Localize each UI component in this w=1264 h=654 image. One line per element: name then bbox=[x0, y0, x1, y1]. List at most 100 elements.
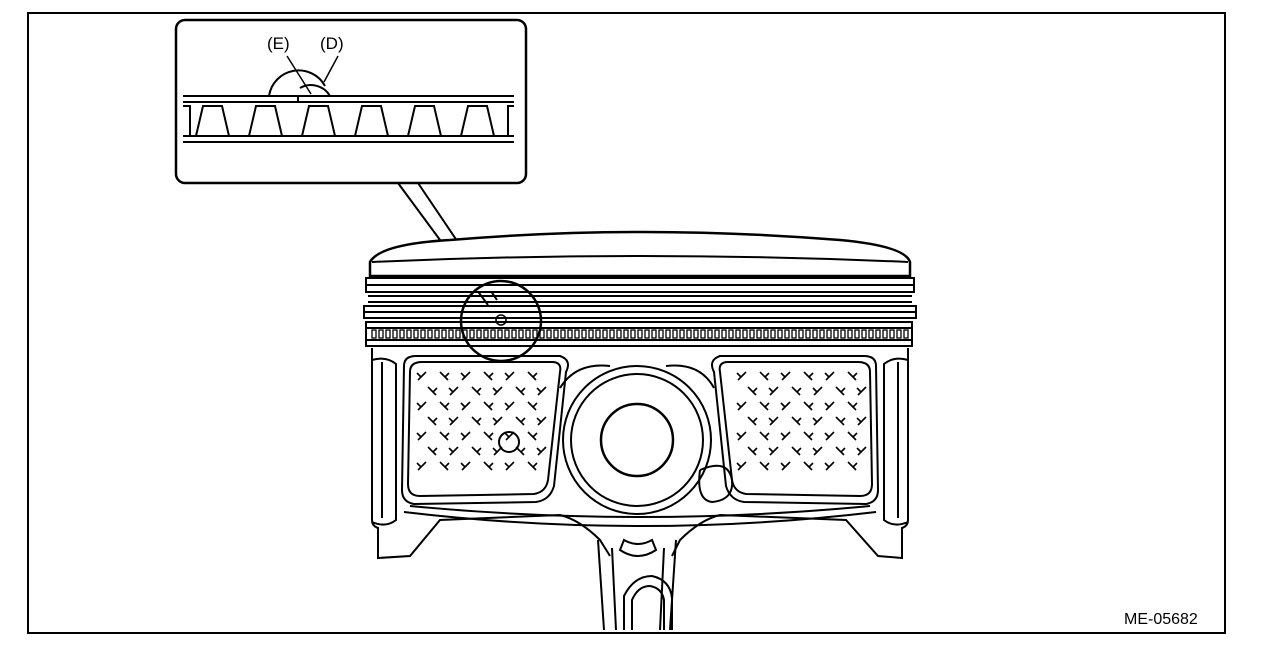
oil-ring-slot bbox=[798, 329, 804, 339]
hatch-mark bbox=[759, 371, 770, 381]
con-rod-inner-right bbox=[659, 547, 665, 631]
figure-id: ME-05682 bbox=[1124, 611, 1198, 628]
inset-tooth bbox=[248, 105, 283, 137]
hatch-mark bbox=[527, 371, 538, 381]
hatch-mark bbox=[803, 371, 814, 381]
thrust-pad-right-outline bbox=[711, 355, 880, 506]
piston bbox=[363, 230, 917, 631]
oil-ring-slot bbox=[735, 329, 741, 339]
thrust-pad-left-outline bbox=[400, 355, 569, 506]
hatch-mark bbox=[856, 386, 867, 396]
hatch-mark bbox=[780, 401, 791, 411]
oil-ring-slot bbox=[756, 329, 762, 339]
hatch-mark bbox=[747, 416, 758, 426]
hatch-mark bbox=[536, 386, 547, 396]
hatch-mark bbox=[780, 371, 791, 381]
oil-ring-slot bbox=[532, 329, 538, 339]
hatch-mark bbox=[747, 446, 758, 456]
oil-ring-slot bbox=[497, 329, 503, 339]
hatch-mark bbox=[439, 431, 450, 441]
hatch-mark bbox=[448, 446, 459, 456]
crown-edge bbox=[371, 255, 909, 263]
oil-ring-slot bbox=[882, 329, 888, 339]
hatch-mark bbox=[812, 386, 823, 396]
figure-frame bbox=[27, 12, 1226, 634]
inset-tooth-edge bbox=[183, 105, 191, 136]
con-rod-slot-outer bbox=[623, 574, 673, 630]
oil-ring-slot bbox=[826, 329, 832, 339]
oil-ring-slot bbox=[511, 329, 517, 339]
ring-gap-mark bbox=[495, 314, 507, 326]
hatch-mark bbox=[504, 461, 515, 471]
oil-ring-slot bbox=[392, 329, 398, 339]
hatch-mark bbox=[803, 431, 814, 441]
oil-ring-slot bbox=[595, 329, 601, 339]
oil-ring-slot bbox=[637, 329, 643, 339]
hatch-mark bbox=[824, 431, 835, 441]
pin-boss-outer bbox=[562, 365, 712, 515]
con-rod-slot bbox=[631, 584, 665, 630]
hatch-mark bbox=[847, 371, 858, 381]
hatch-mark bbox=[736, 461, 747, 471]
magnify-circle-group bbox=[459, 279, 543, 363]
oil-ring-slot bbox=[399, 329, 405, 339]
hatch-mark bbox=[835, 386, 846, 396]
oil-ring-slot bbox=[847, 329, 853, 339]
hatch-mark bbox=[736, 371, 747, 381]
hatch-mark bbox=[504, 401, 515, 411]
con-rod-inner-left bbox=[611, 547, 617, 631]
hatch-mark bbox=[759, 461, 770, 471]
hatch-mark bbox=[527, 431, 538, 441]
oil-ring-slot bbox=[616, 329, 622, 339]
inset-tooth bbox=[354, 105, 389, 137]
oil-ring-slot bbox=[413, 329, 419, 339]
oil-ring-slot bbox=[490, 329, 496, 339]
hatch-mark bbox=[835, 416, 846, 426]
oil-ring-slot bbox=[721, 329, 727, 339]
hatch-mark bbox=[791, 386, 802, 396]
hatch-mark bbox=[427, 446, 438, 456]
hatch-mark bbox=[780, 461, 791, 471]
hatch-mark bbox=[460, 461, 471, 471]
hatch-mark bbox=[812, 416, 823, 426]
detail-inset bbox=[174, 18, 528, 185]
hatch-mark bbox=[492, 386, 503, 396]
oil-ring-slot bbox=[553, 329, 559, 339]
hatch-mark bbox=[824, 401, 835, 411]
hatch-mark bbox=[803, 461, 814, 471]
oil-ring-slot bbox=[427, 329, 433, 339]
inset-tooth bbox=[195, 105, 230, 137]
oil-ring-slots bbox=[371, 329, 909, 339]
oil-ring-slot bbox=[714, 329, 720, 339]
hatch-mark bbox=[515, 386, 526, 396]
oil-ring-slot bbox=[749, 329, 755, 339]
hatch-mark bbox=[483, 371, 494, 381]
skirt-lower-curve bbox=[409, 505, 871, 518]
oil-ring-slot bbox=[560, 329, 566, 339]
hatch-mark bbox=[439, 371, 450, 381]
skirt-edge-left bbox=[371, 357, 397, 526]
magnify-circle bbox=[459, 279, 543, 363]
hatch-mark bbox=[768, 446, 779, 456]
oil-ring-slot bbox=[763, 329, 769, 339]
oil-ring-slot bbox=[665, 329, 671, 339]
hatch-mark bbox=[824, 371, 835, 381]
oil-ring-slot bbox=[861, 329, 867, 339]
oil-ring-slot bbox=[672, 329, 678, 339]
oil-ring-slot bbox=[623, 329, 629, 339]
oil-ring-slot bbox=[896, 329, 902, 339]
oil-ring-slot bbox=[546, 329, 552, 339]
hatch-mark bbox=[483, 461, 494, 471]
hatch-mark bbox=[492, 416, 503, 426]
oil-ring-slot bbox=[371, 329, 377, 339]
hatch-mark bbox=[747, 386, 758, 396]
oil-ring-slot bbox=[448, 329, 454, 339]
hatch-mark bbox=[856, 416, 867, 426]
oil-ring-slot bbox=[777, 329, 783, 339]
hatch-mark bbox=[515, 446, 526, 456]
angle-arc-e bbox=[268, 69, 326, 97]
oil-ring-slot bbox=[469, 329, 475, 339]
hatch-mark bbox=[768, 386, 779, 396]
thrust-pad-left bbox=[406, 361, 562, 498]
